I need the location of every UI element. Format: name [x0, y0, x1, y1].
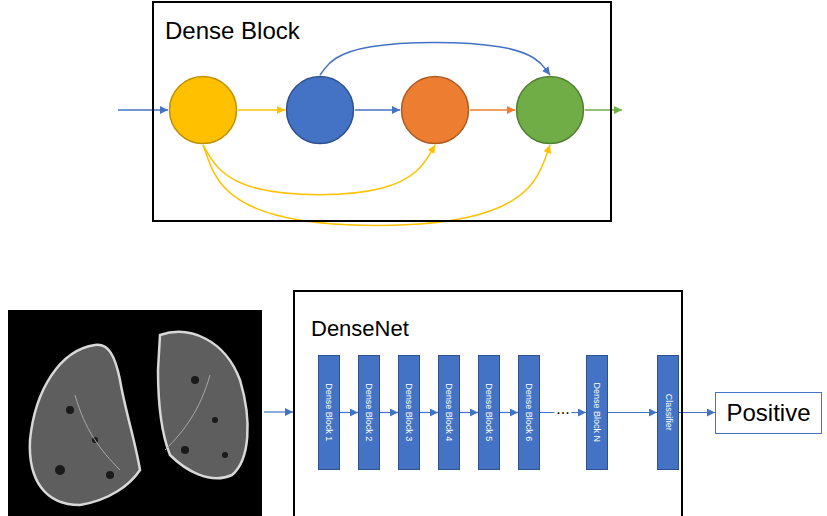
dense-block-bar: Dense Block 4: [438, 355, 460, 470]
connector-arrow: [460, 412, 478, 413]
densenet-frame: Dense Block 1 Dense Block 2 Dense Block 3 D…: [293, 290, 683, 516]
circle-shape: [517, 77, 584, 144]
ellipsis-label: ...: [554, 401, 571, 417]
circle-shape: [287, 77, 354, 144]
lung-right: [158, 332, 248, 478]
dense-block-bar: Dense Block 5: [478, 355, 500, 470]
circle-outline: [400, 75, 470, 145]
block-label: Classifier: [663, 394, 673, 431]
result-box: Positive: [715, 392, 822, 434]
connector-arrow: [679, 412, 715, 413]
output-arrow: [585, 109, 622, 111]
block-label: Dense Block 4: [444, 383, 454, 441]
block-label: Dense Block 6: [524, 383, 534, 441]
circle-outline: [285, 75, 355, 145]
dense-block-bar: Dense Block 2: [358, 355, 380, 470]
layer-circle: [168, 75, 238, 145]
connector-arrow: [238, 109, 285, 111]
circle-outline: [515, 75, 585, 145]
frame-title: Dense Block: [165, 17, 300, 45]
dense-block-bar: Dense Block N: [586, 355, 608, 470]
block-label: Dense Block 3: [404, 383, 414, 441]
block-label: Dense Block 5: [484, 383, 494, 441]
lung-vessels: [75, 375, 210, 470]
dense-block-bar: Dense Block 3: [398, 355, 420, 470]
circle-shape: [402, 77, 469, 144]
image-input-arrow: [264, 411, 293, 412]
layer-circle: [400, 75, 470, 145]
connector-arrow: [320, 42, 550, 75]
connector-arrow: [340, 412, 358, 413]
result-label: Positive: [726, 399, 810, 427]
connector-arrow: [420, 412, 438, 413]
layer-circle: [285, 75, 355, 145]
dense-block-frame: Dense Block: [152, 1, 612, 222]
connector-arrow: [380, 412, 398, 413]
connector-arrow: [355, 109, 400, 111]
layer-circle: [515, 75, 585, 145]
dense-block-bar: Dense Block 1: [318, 355, 340, 470]
connector-arrow: [608, 412, 657, 413]
classifier-bar: Classifier: [657, 355, 679, 470]
block-label: Dense Block N: [592, 383, 602, 443]
input-arrow: [118, 109, 168, 111]
connector-arrow: [203, 145, 550, 226]
circle-shape: [170, 77, 237, 144]
frame-title: DenseNet: [311, 316, 409, 341]
circle-outline: [168, 75, 238, 145]
dense-block-bar: Dense Block 6: [518, 355, 540, 470]
connector-arrow: [203, 145, 435, 195]
ct-scan-background: [8, 310, 262, 516]
block-label: Dense Block 2: [364, 383, 374, 441]
block-label: Dense Block 1: [324, 383, 334, 441]
lung-left: [30, 345, 140, 505]
lung-texture: [55, 376, 228, 479]
connector-arrow: [500, 412, 518, 413]
connector-arrow: [470, 109, 515, 111]
